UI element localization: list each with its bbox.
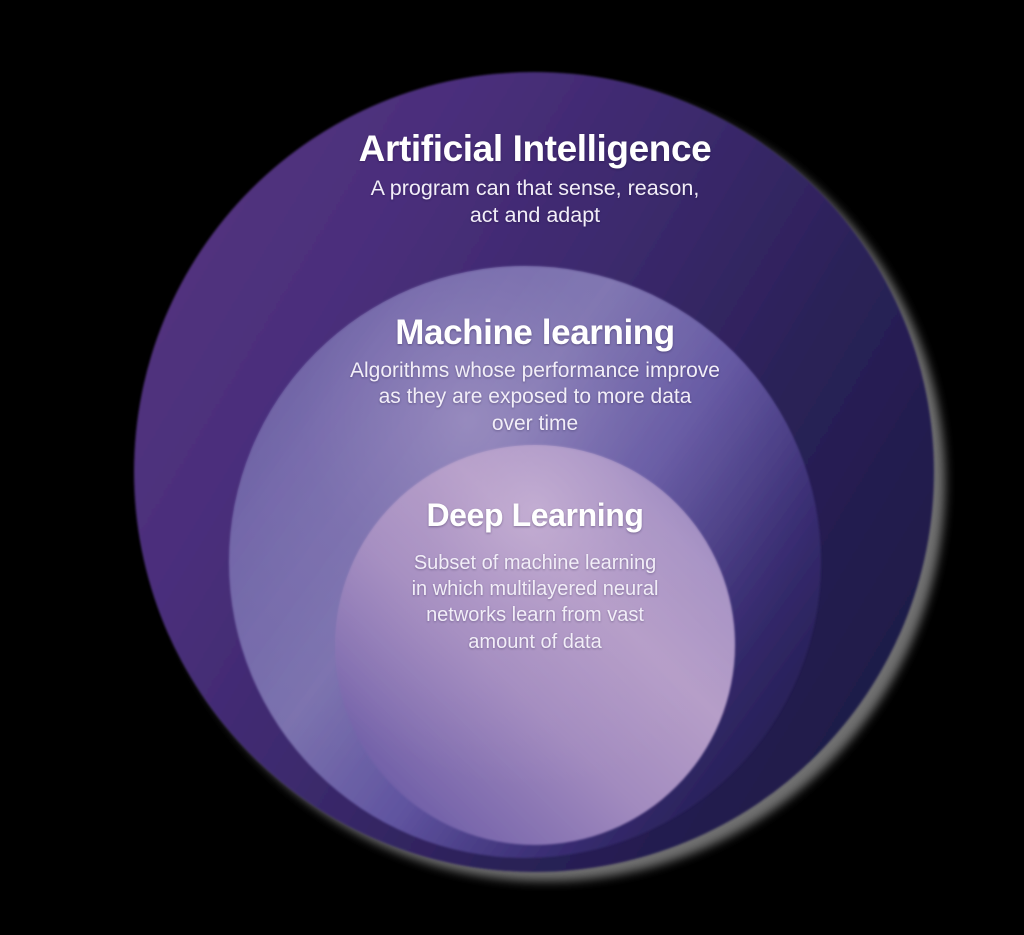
deep-learning-sheen	[335, 445, 735, 845]
